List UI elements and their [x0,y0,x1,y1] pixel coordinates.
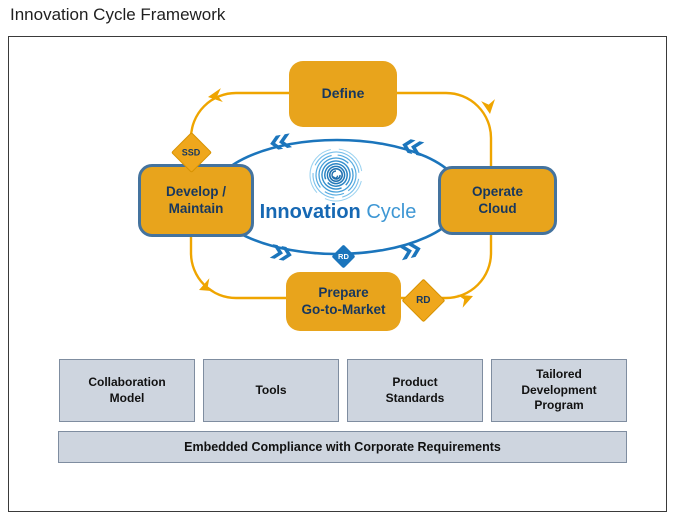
node-prepare-go-to-market: Prepare Go-to-Market [286,272,401,331]
node-define-label: Define [321,85,365,102]
node-operate-line1: Operate [471,184,524,200]
orange-arrow-bottom-left-icon [196,278,215,297]
page-title: Innovation Cycle Framework [10,5,226,24]
node-operate-line2: Cloud [478,200,517,216]
pillar-collaboration-model: Collaboration Model [59,359,195,422]
node-develop-maintain-label: Develop / Maintain [166,184,226,217]
badge-ssd-label: SSD [182,147,201,158]
cycle-wordmark-bold: Innovation [259,201,361,223]
node-prepare-line2: Go-to-Market [301,301,386,317]
node-prepare-label: Prepare Go-to-Market [302,285,386,318]
cycle-wordmark: Innovation Cycle [228,201,448,224]
node-develop-line1: Develop / [165,184,227,200]
pillar-tailored-development-program-label: Tailored Development Program [521,367,597,413]
compliance-bar: Embedded Compliance with Corporate Requi… [58,431,627,463]
pillar-tools-label: Tools [255,382,287,397]
diagram-frame: Define Develop / Maintain Operate Cloud … [8,36,667,512]
compliance-bar-label: Embedded Compliance with Corporate Requi… [184,440,501,454]
cycle-wordmark-light: Cycle [366,201,417,223]
pillar-collaboration-model-label: Collaboration Model [88,374,166,405]
node-operate-cloud: Operate Cloud [438,166,557,235]
pillar-tools: Tools [203,359,339,422]
badge-rd-outer-label: RD [416,294,431,306]
pillar-product-standards-label: Product Standards [385,374,445,405]
pillar-product-standards: Product Standards [347,359,483,422]
node-define: Define [289,61,397,127]
spiral-swirl-icon [309,148,363,202]
node-prepare-line1: Prepare [318,285,369,301]
node-operate-cloud-label: Operate Cloud [472,184,523,217]
blue-chevrons-bottom-right-icon [398,241,423,261]
node-develop-line2: Maintain [168,200,224,216]
pillar-tailored-development-program: Tailored Development Program [491,359,627,422]
badge-rd-inner-label: RD [338,252,349,261]
